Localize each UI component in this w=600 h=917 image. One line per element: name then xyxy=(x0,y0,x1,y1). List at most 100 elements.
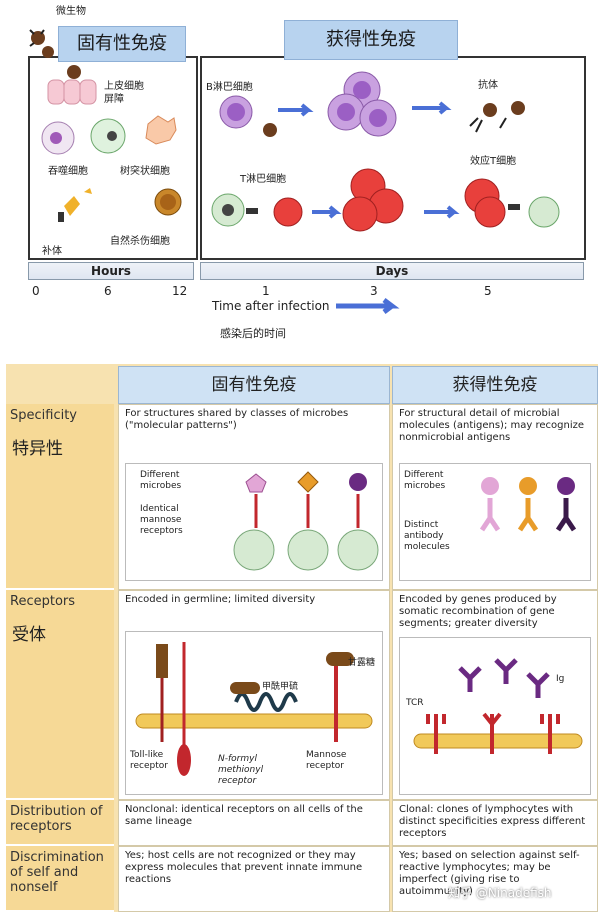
mannose-receptor-illustration xyxy=(233,471,379,571)
b-cell-icon xyxy=(219,95,277,137)
receptor-icon xyxy=(254,494,360,528)
plasma-cell-cluster-icon xyxy=(327,71,397,137)
time-arrow-icon xyxy=(336,298,400,314)
different-microbes-label: Different microbes xyxy=(404,470,446,491)
toll-like-label: Toll-like receptor xyxy=(130,750,168,771)
receptors-adaptive-diagram: TCR Ig xyxy=(399,637,591,795)
mannose-receptor-icon xyxy=(326,652,354,742)
arrow-icon xyxy=(424,205,460,219)
nk-label: 自然杀伤细胞 xyxy=(110,236,170,247)
mannose-label: Mannose receptor xyxy=(306,750,347,771)
nk-cell-icon xyxy=(154,188,182,216)
effector-t-cell-icon xyxy=(464,178,560,228)
phagocyte-label: 吞噬细胞 xyxy=(48,166,88,177)
tick-1: 1 xyxy=(262,284,270,298)
row-label-zh: 受体 xyxy=(12,625,46,645)
arrow-icon xyxy=(312,205,342,219)
cell-text: Nonclonal: identical receptors on all ce… xyxy=(125,804,363,827)
tcr-label: TCR xyxy=(406,698,424,708)
tcr-icon xyxy=(426,712,560,754)
cell-receptors-adaptive: Encoded by genes produced by somatic rec… xyxy=(392,590,598,800)
complement-icon xyxy=(58,188,92,222)
cell-discrimination-adaptive: Yes; based on selection against self-rea… xyxy=(392,846,598,912)
specificity-innate-diagram: Different microbes Identical mannose rec… xyxy=(125,463,383,581)
time-after-infection-label: Time after infection xyxy=(212,299,330,313)
b-cell-label: B淋巴细胞 xyxy=(206,82,253,93)
cell-discrimination-innate: Yes; host cells are not recognized or th… xyxy=(118,846,390,912)
innate-title: 固有性免疫 xyxy=(58,26,186,62)
identical-mannose-label: Identical mannose receptors xyxy=(140,504,183,536)
row-label-distribution: Distribution of receptors xyxy=(6,800,114,846)
tick-3: 3 xyxy=(370,284,378,298)
cell-text: For structures shared by classes of micr… xyxy=(125,408,349,431)
cell-receptors-innate: Encoded in germline; limited diversity T… xyxy=(118,590,390,800)
microbe-icon xyxy=(557,477,575,495)
adaptive-title: 获得性免疫 xyxy=(284,20,458,60)
ig-label: Ig xyxy=(556,674,565,684)
tick-5: 5 xyxy=(484,284,492,298)
innate-receptor-illustration xyxy=(135,642,373,776)
arrow-icon xyxy=(412,101,452,115)
complement-label: 补体 xyxy=(42,246,62,257)
header-innate: 固有性免疫 xyxy=(118,366,390,404)
antibody-illustration xyxy=(479,477,577,532)
receptors-innate-diagram: Toll-like receptor N-formyl methionyl re… xyxy=(125,631,383,795)
microbe-label: 微生物 xyxy=(56,6,86,17)
row-label-zh: 特异性 xyxy=(12,439,63,459)
cell-distribution-innate: Nonclonal: identical receptors on all ce… xyxy=(118,800,390,846)
antibody-icon xyxy=(469,101,525,133)
ig-antibody-icon xyxy=(458,658,550,698)
epithelium-label: 上皮细胞 屏障 xyxy=(104,81,144,105)
epithelial-cells-icon xyxy=(47,79,97,105)
n-formyl-label: N-formyl methionyl receptor xyxy=(218,754,264,786)
row-label-receptors: Receptors 受体 xyxy=(6,590,114,800)
header-adaptive: 获得性免疫 xyxy=(392,366,598,404)
row-label-discrimination: Discrimination of self and nonself xyxy=(6,846,114,912)
antibody-icon xyxy=(555,498,577,532)
dendritic-label: 树突状细胞 xyxy=(120,166,170,177)
cell-text: For structural detail of microbial molec… xyxy=(399,408,584,443)
t-cell-icon xyxy=(211,193,303,227)
cell-text: Encoded in germline; limited diversity xyxy=(125,594,316,605)
distinct-antibody-label: Distinct antibody molecules xyxy=(404,520,450,552)
n-formyl-receptor-icon xyxy=(230,682,298,712)
microbe-icon xyxy=(29,29,81,79)
microbe-icon xyxy=(481,477,499,495)
cell-text: Clonal: clones of lymphocytes with disti… xyxy=(399,804,586,839)
microbe-icon xyxy=(245,471,367,493)
row-label-en: Discrimination of self and nonself xyxy=(10,850,104,895)
watermark: 知乎 @Ninadefish xyxy=(448,886,552,900)
receptor-chain-icon xyxy=(177,642,191,776)
adaptive-receptor-illustration xyxy=(413,658,583,754)
antibody-icon xyxy=(517,498,539,532)
cell-text: Yes; based on selection against self-rea… xyxy=(399,850,580,897)
days-bar: Days xyxy=(200,262,584,280)
row-label-en: Distribution of receptors xyxy=(10,804,103,834)
row-label-en: Specificity xyxy=(10,408,77,423)
t-cell-label: T淋巴细胞 xyxy=(240,174,287,185)
tick-12: 12 xyxy=(172,284,188,298)
antibody-icon xyxy=(479,498,501,532)
row-label-en: Receptors xyxy=(10,594,76,609)
tick-0: 0 xyxy=(32,284,40,298)
tick-6: 6 xyxy=(104,284,112,298)
different-microbes-label: Different microbes xyxy=(140,470,182,491)
antibody-label: 抗体 xyxy=(478,80,498,91)
specificity-adaptive-diagram: Different microbes Distinct antibody mol… xyxy=(399,463,591,581)
cell-text: Encoded by genes produced by somatic rec… xyxy=(399,594,557,629)
mannose-zh: 甘露糖 xyxy=(348,658,376,668)
dendritic-cell-icon xyxy=(145,115,177,145)
adaptive-panel xyxy=(200,56,586,260)
top-illustrations xyxy=(29,29,560,314)
microbe-icon xyxy=(519,477,537,495)
phagocyte-icon xyxy=(233,529,379,571)
hours-bar: Hours xyxy=(28,262,194,280)
n-formyl-zh: 甲酰甲硫 xyxy=(262,682,299,692)
phagocyte-icon xyxy=(41,121,75,155)
arrow-icon xyxy=(278,103,314,117)
cell-distribution-adaptive: Clonal: clones of lymphocytes with disti… xyxy=(392,800,598,846)
effector-t-cluster-icon xyxy=(342,168,404,232)
cell-specificity-adaptive: For structural detail of microbial molec… xyxy=(392,404,598,590)
row-label-specificity: Specificity 特异性 xyxy=(6,404,114,590)
cell-text: Yes; host cells are not recognized or th… xyxy=(125,850,363,885)
